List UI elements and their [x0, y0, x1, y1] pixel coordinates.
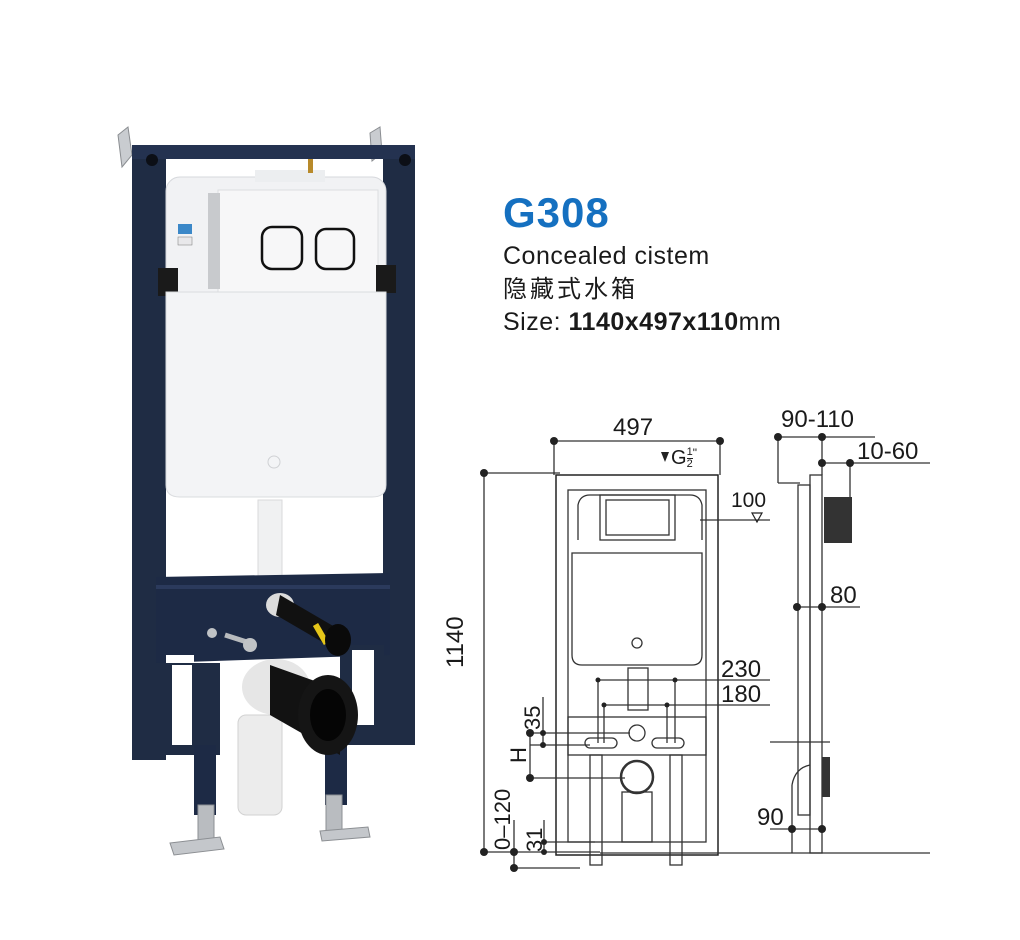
dim-offset-31: 31	[522, 827, 547, 852]
dim-bolt-span-inner: 180	[721, 681, 762, 708]
product-photo	[100, 115, 440, 875]
dim-base-depth: 90	[757, 804, 784, 831]
water-inlet-thread: G	[671, 446, 687, 469]
product-name-english: Concealed cistem	[503, 242, 710, 270]
cistern-frame-illustration	[117, 126, 415, 856]
dim-depth: 90-110	[781, 406, 854, 433]
dim-bolt-span-outer: 230	[721, 656, 762, 683]
dim-mid-depth: 80	[830, 582, 857, 609]
water-inlet-fraction-num: 1	[686, 446, 693, 459]
dim-flush-plate: 10-60	[857, 438, 919, 465]
water-inlet-unit: "	[692, 446, 697, 460]
size-label: Size:	[503, 308, 569, 336]
water-inlet-fraction-den: 2	[686, 458, 693, 470]
dim-range-0-120: 0–120	[490, 788, 515, 850]
model-number: G308	[503, 189, 610, 236]
dim-offset-35: 35	[520, 705, 545, 730]
dim-inlet-offset: 100	[731, 489, 767, 512]
dim-height: 1140	[442, 616, 469, 668]
product-name-chinese: 隐藏式水箱	[503, 275, 638, 303]
dim-h: H	[506, 747, 531, 763]
dim-width: 497	[613, 414, 654, 441]
size-value: 1140x497x110	[568, 308, 739, 336]
product-size: Size: 1140x497x110mm	[503, 310, 781, 335]
size-unit: mm	[738, 308, 782, 336]
